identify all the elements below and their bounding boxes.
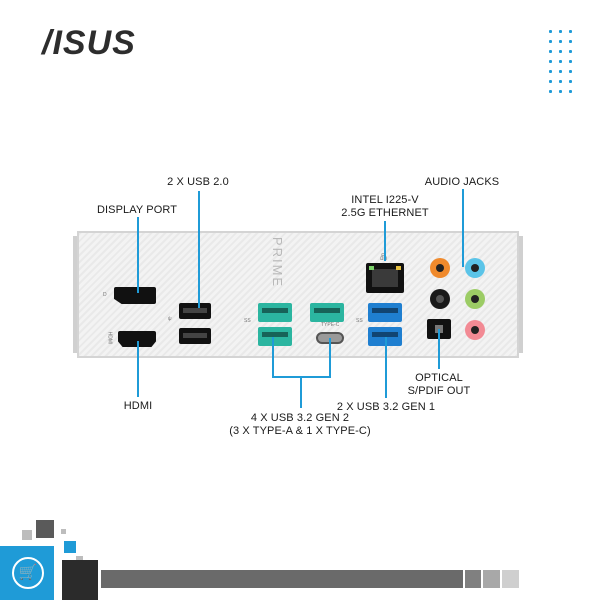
label-hdmi: HDMI bbox=[123, 400, 153, 412]
type-c-panel-text: TYPE-C bbox=[321, 322, 340, 328]
decor-square bbox=[22, 530, 32, 540]
ethernet-led-right bbox=[396, 266, 401, 270]
usb32-gen2-port-3 bbox=[310, 303, 344, 322]
callout-line-ethernet bbox=[384, 221, 386, 261]
label-optical-line2: S/PDIF OUT bbox=[407, 385, 471, 397]
label-usb32g2-line1: 4 X USB 3.2 GEN 2 bbox=[250, 412, 350, 424]
callout-line-optical bbox=[438, 329, 440, 369]
ss-usb-icon: SS bbox=[356, 318, 363, 324]
network-icon: 品 bbox=[380, 252, 387, 262]
label-audio-jacks: AUDIO JACKS bbox=[424, 176, 500, 188]
usb32-gen1-port-2 bbox=[368, 327, 402, 346]
hdmi-port bbox=[118, 331, 156, 347]
callout-line-usb32g2-right bbox=[329, 338, 331, 377]
decor-square bbox=[62, 560, 98, 600]
bottom-bar-block bbox=[483, 570, 500, 588]
callout-line-audio bbox=[462, 189, 464, 267]
panel-left-edge bbox=[73, 236, 77, 353]
callout-line-usb20 bbox=[198, 191, 200, 308]
label-usb20: 2 X USB 2.0 bbox=[167, 176, 229, 188]
panel-right-edge bbox=[519, 236, 523, 353]
usb32-gen1-port-1 bbox=[368, 303, 402, 322]
asus-logo: /ISUS bbox=[42, 24, 136, 62]
displayport-port bbox=[114, 287, 156, 304]
label-optical-line1: OPTICAL bbox=[415, 372, 463, 384]
label-usb32g2-line2: (3 X TYPE-A & 1 X TYPE-C) bbox=[229, 425, 371, 437]
usb32-gen2-port-2 bbox=[258, 327, 292, 346]
callout-line-displayport bbox=[137, 217, 139, 293]
decor-square bbox=[64, 541, 76, 553]
usb32-gen2-port-1 bbox=[258, 303, 292, 322]
decor-square bbox=[36, 520, 54, 538]
label-ethernet-line1: INTEL I225-V bbox=[351, 194, 419, 206]
label-ethernet-line2: 2.5G ETHERNET bbox=[341, 207, 429, 219]
label-usb32g1: 2 X USB 3.2 GEN 1 bbox=[336, 401, 436, 413]
displayport-icon: D bbox=[103, 292, 107, 298]
usb20-port-1 bbox=[179, 303, 211, 319]
prime-panel-text: PRIME bbox=[270, 236, 286, 289]
callout-line-usb32g2-left bbox=[272, 337, 274, 377]
usb20-port-2 bbox=[179, 328, 211, 344]
callout-line-hdmi bbox=[137, 341, 139, 397]
callout-line-usb32g1 bbox=[385, 337, 387, 398]
bottom-bar-block bbox=[465, 570, 481, 588]
bottom-bar-block bbox=[502, 570, 519, 588]
audio-jack-lightblue bbox=[465, 258, 485, 278]
usb-icon: ψ bbox=[168, 316, 172, 322]
callout-line-usb32g2-down bbox=[300, 376, 302, 408]
ethernet-led-left bbox=[369, 266, 374, 270]
audio-jack-orange bbox=[430, 258, 450, 278]
label-display-port: DISPLAY PORT bbox=[96, 204, 178, 216]
decor-square bbox=[61, 529, 66, 534]
shop-badge: 🛒 bbox=[0, 546, 54, 600]
decor-square bbox=[76, 556, 83, 563]
hdmi-panel-text: HDMI bbox=[106, 331, 113, 345]
audio-jack-pink bbox=[465, 320, 485, 340]
audio-jack-green bbox=[465, 289, 485, 309]
decorative-dot-grid bbox=[549, 30, 579, 100]
audio-jack-black bbox=[430, 289, 450, 309]
ss-usb-icon: SS bbox=[244, 318, 251, 324]
shopping-cart-icon: 🛒 bbox=[12, 557, 44, 589]
bottom-bar-gray bbox=[101, 570, 463, 588]
